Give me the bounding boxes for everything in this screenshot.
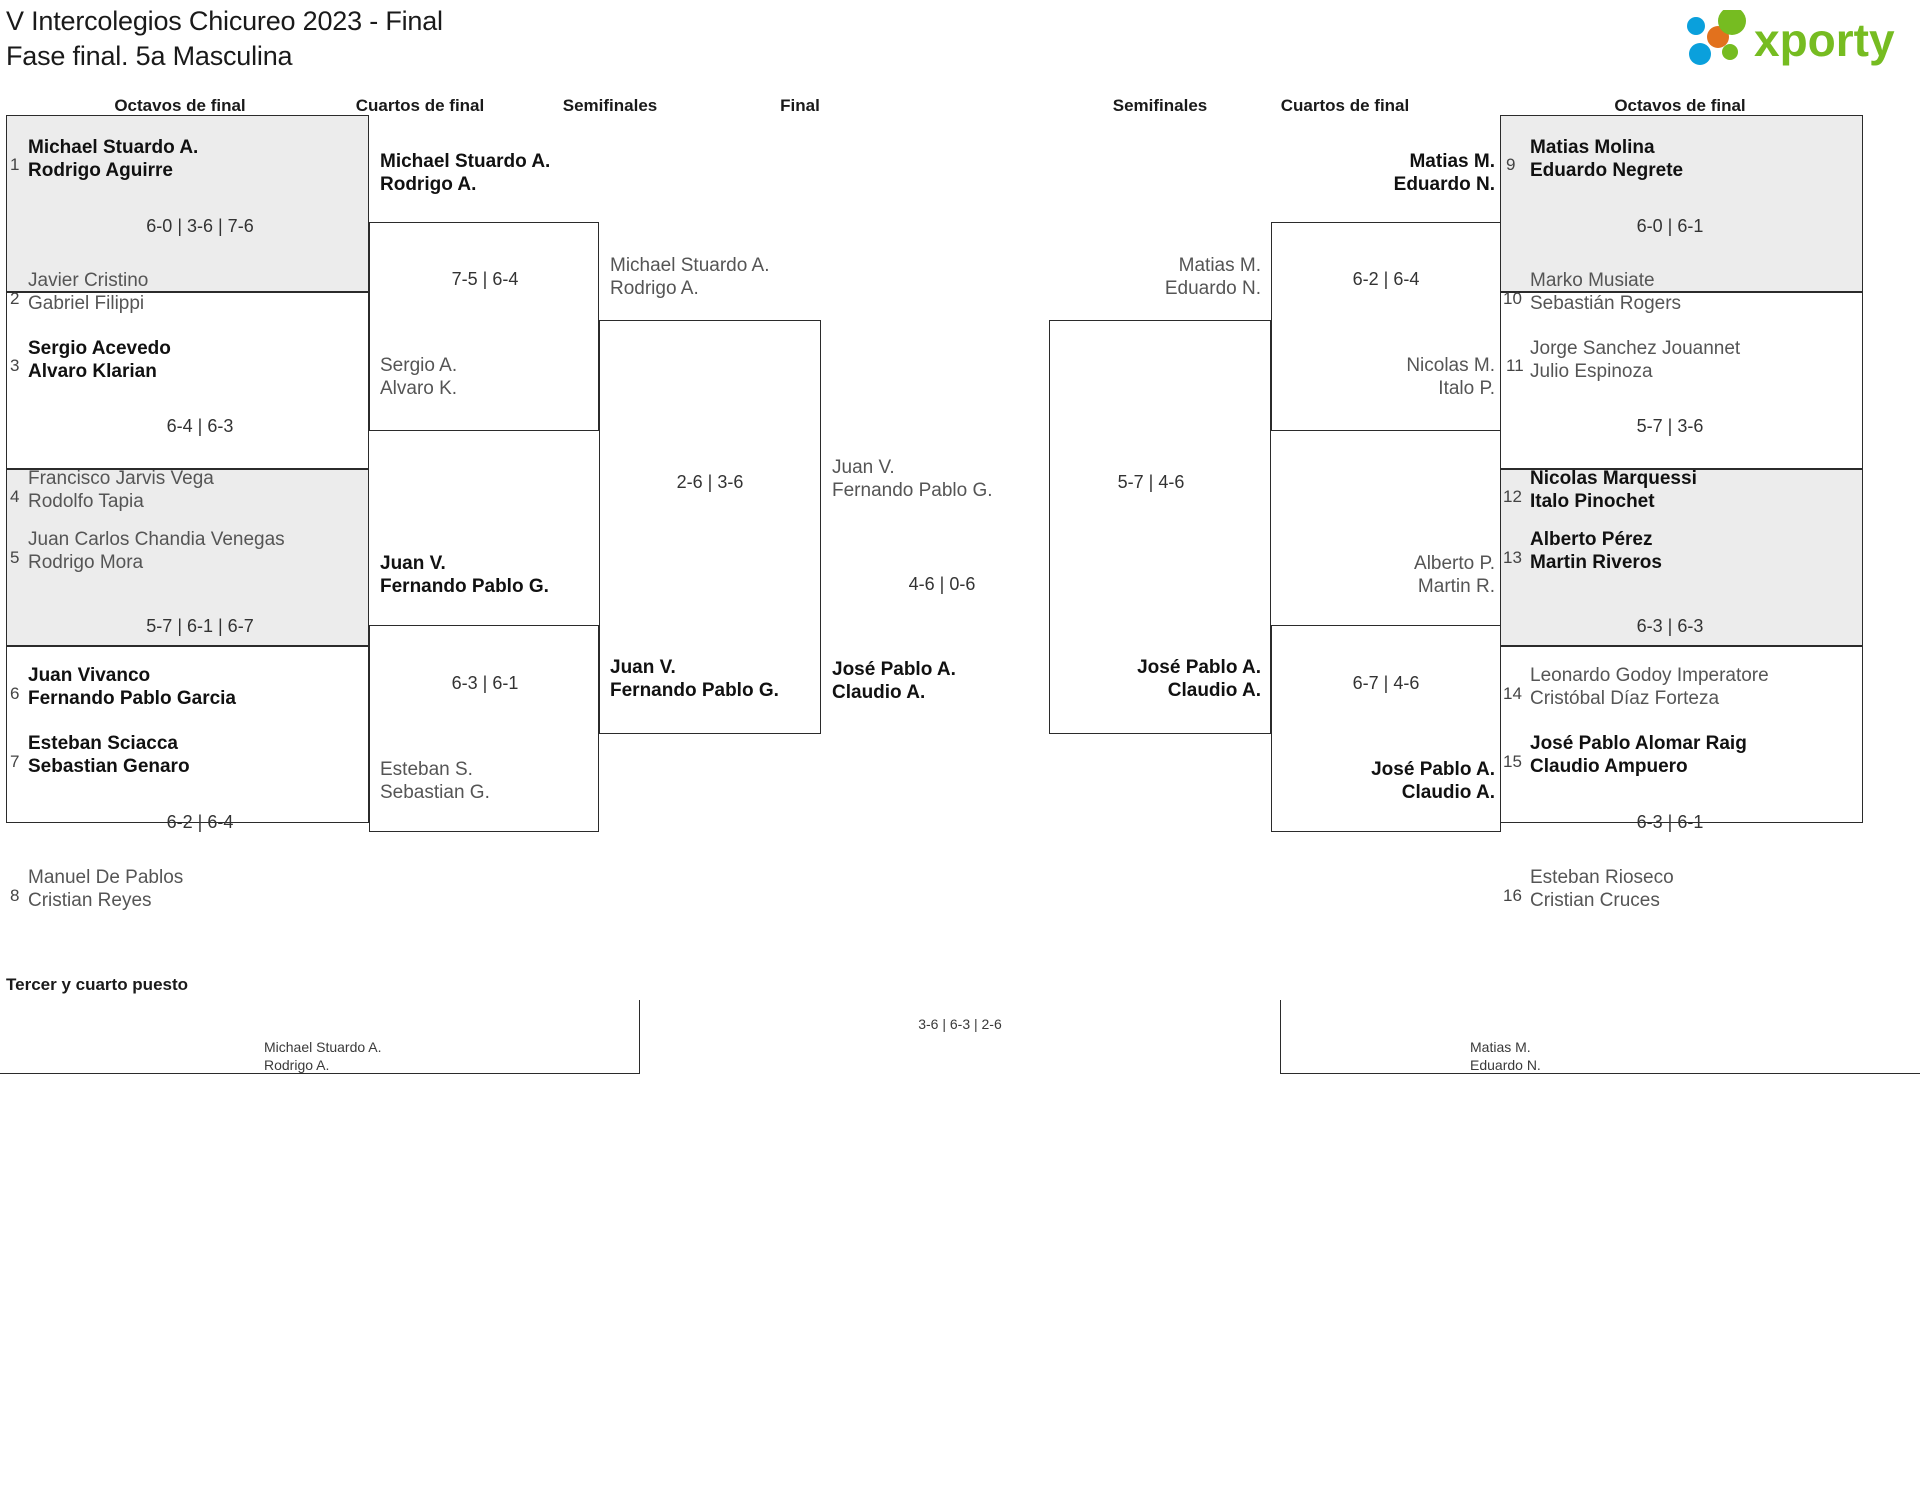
seed-16: 16: [1503, 886, 1522, 905]
match-box-l2[interactable]: [6, 292, 369, 469]
team-r4-bottom[interactable]: Esteban Rioseco Cristian Cruces: [1530, 867, 1674, 912]
score-final: 4-6 | 0-6: [908, 574, 976, 594]
svg-text:xporty: xporty: [1754, 14, 1895, 66]
score-l3: 5-7 | 6-1 | 6-7: [146, 616, 254, 636]
seed-14: 14: [1503, 684, 1522, 703]
seed-3: 3: [10, 356, 20, 375]
score-l4: 6-2 | 6-4: [166, 812, 234, 832]
connector-box-rsf: [1049, 320, 1271, 734]
match-box-l4[interactable]: [6, 646, 369, 823]
team-r3-top[interactable]: Alberto Pérez Martin Riveros: [1530, 529, 1662, 574]
team-l4-top[interactable]: Esteban Sciacca Sebastian Genaro: [28, 733, 190, 778]
score-r1: 6-0 | 6-1: [1636, 216, 1704, 236]
score-rqf1: 6-2 | 6-4: [1352, 269, 1420, 289]
team-final-bottom[interactable]: José Pablo A. Claudio A.: [832, 659, 956, 704]
team-final-top[interactable]: Juan V. Fernando Pablo G.: [832, 457, 993, 502]
match-box-r4[interactable]: [1500, 646, 1863, 823]
score-lqf1: 7-5 | 6-4: [451, 269, 519, 289]
connector-box-lqf1: [369, 222, 599, 431]
team-rqf2-bottom[interactable]: José Pablo A. Claudio A.: [1371, 759, 1495, 804]
connector-box-rqf1: [1271, 222, 1501, 431]
round-header-2: Semifinales: [562, 96, 658, 115]
score-l1: 6-0 | 3-6 | 7-6: [146, 216, 254, 236]
score-rqf2: 6-7 | 4-6: [1352, 673, 1420, 693]
seed-6: 6: [10, 684, 20, 703]
connector-box-lsf: [599, 320, 821, 734]
team-l4-bottom[interactable]: Manuel De Pablos Cristian Reyes: [28, 867, 184, 912]
team-lqf1-bottom[interactable]: Sergio A. Alvaro K.: [380, 355, 458, 400]
team-rqf1-top[interactable]: Matias M. Eduardo N.: [1393, 151, 1495, 196]
team-l2-top[interactable]: Sergio Acevedo Alvaro Klarian: [28, 338, 171, 383]
seed-8: 8: [10, 886, 20, 905]
team-lsf-top[interactable]: Michael Stuardo A. Rodrigo A.: [610, 255, 770, 300]
seed-12: 12: [1503, 487, 1522, 506]
team-lqf1-top[interactable]: Michael Stuardo A. Rodrigo A.: [380, 151, 551, 196]
seed-13: 13: [1503, 548, 1522, 567]
team-l3-bottom[interactable]: Juan Vivanco Fernando Pablo Garcia: [28, 665, 236, 710]
match-box-l1[interactable]: [6, 115, 369, 292]
team-r1-bottom[interactable]: Marko Musiate Sebastián Rogers: [1530, 270, 1682, 315]
team-r3-bottom[interactable]: Leonardo Godoy Imperatore Cristóbal Díaz…: [1530, 665, 1769, 710]
third-place-connector-left: [0, 1000, 640, 1074]
seed-7: 7: [10, 752, 20, 771]
team-l1-bottom[interactable]: Javier Cristino Gabriel Filippi: [28, 270, 149, 315]
title-line-2: Fase final. 5a Masculina: [6, 40, 293, 71]
seed-11: 11: [1506, 356, 1524, 375]
team-lsf-bottom[interactable]: Juan V. Fernando Pablo G.: [610, 657, 779, 702]
match-box-l3[interactable]: [6, 469, 369, 646]
round-header-1: Cuartos de final: [355, 96, 485, 115]
third-place-score: 3-6 | 6-3 | 2-6: [918, 1016, 1002, 1032]
team-r2-bottom[interactable]: Nicolas Marquessi Italo Pinochet: [1530, 468, 1697, 513]
team-lqf2-bottom[interactable]: Esteban S. Sebastian G.: [380, 759, 490, 804]
seed-9: 9: [1506, 155, 1516, 174]
connector-box-rqf2: [1271, 625, 1501, 832]
match-box-r1[interactable]: [1500, 115, 1863, 292]
seed-4: 4: [10, 487, 20, 506]
seed-15: 15: [1503, 752, 1522, 771]
round-header-4: Semifinales: [1112, 96, 1208, 115]
score-r3: 6-3 | 6-3: [1636, 616, 1704, 636]
team-rsf-bottom[interactable]: José Pablo A. Claudio A.: [1137, 657, 1261, 702]
team-r2-top[interactable]: Jorge Sanchez Jouannet Julio Espinoza: [1530, 338, 1741, 383]
match-box-r2[interactable]: [1500, 292, 1863, 469]
team-l1-top[interactable]: Michael Stuardo A. Rodrigo Aguirre: [28, 137, 199, 182]
xporty-logo-icon: xporty: [1687, 10, 1895, 66]
seed-10: 10: [1503, 289, 1522, 308]
seed-2: 2: [10, 289, 20, 308]
score-lqf2: 6-3 | 6-1: [451, 673, 519, 693]
team-rqf1-bottom[interactable]: Nicolas M. Italo P.: [1406, 355, 1495, 400]
score-r4: 6-3 | 6-1: [1636, 812, 1704, 832]
score-lsf: 2-6 | 3-6: [676, 472, 744, 492]
third-place-team-right[interactable]: Matias M. Eduardo N.: [1470, 1039, 1541, 1074]
score-l2: 6-4 | 6-3: [166, 416, 234, 436]
third-place-title: Tercer y cuarto puesto: [6, 975, 189, 994]
team-r1-top[interactable]: Matias Molina Eduardo Negrete: [1530, 137, 1684, 182]
team-r4-top[interactable]: José Pablo Alomar Raig Claudio Ampuero: [1530, 733, 1747, 778]
third-place-connector-right: [1280, 1000, 1920, 1074]
score-rsf: 5-7 | 4-6: [1117, 472, 1185, 492]
title-line-1: V Intercolegios Chicureo 2023 - Final: [6, 6, 443, 36]
round-header-3: Final: [780, 96, 820, 115]
team-l2-bottom[interactable]: Francisco Jarvis Vega Rodolfo Tapia: [28, 468, 214, 513]
connector-box-lqf2: [369, 625, 599, 832]
seed-5: 5: [10, 548, 20, 567]
third-place-team-left[interactable]: Michael Stuardo A. Rodrigo A.: [264, 1039, 382, 1074]
score-r2: 5-7 | 3-6: [1636, 416, 1704, 436]
seed-1: 1: [10, 155, 20, 174]
team-rqf2-top[interactable]: Alberto P. Martin R.: [1414, 553, 1495, 598]
round-header-0: Octavos de final: [114, 96, 246, 115]
team-l3-top[interactable]: Juan Carlos Chandia Venegas Rodrigo Mora: [28, 529, 285, 574]
team-lqf2-top[interactable]: Juan V. Fernando Pablo G.: [380, 553, 549, 598]
round-header-6: Octavos de final: [1614, 96, 1746, 115]
xporty-logo: xporty: [1672, 10, 1902, 68]
round-header-5: Cuartos de final: [1280, 96, 1410, 115]
match-box-r3[interactable]: [1500, 469, 1863, 646]
team-rsf-top[interactable]: Matias M. Eduardo N.: [1164, 255, 1261, 300]
